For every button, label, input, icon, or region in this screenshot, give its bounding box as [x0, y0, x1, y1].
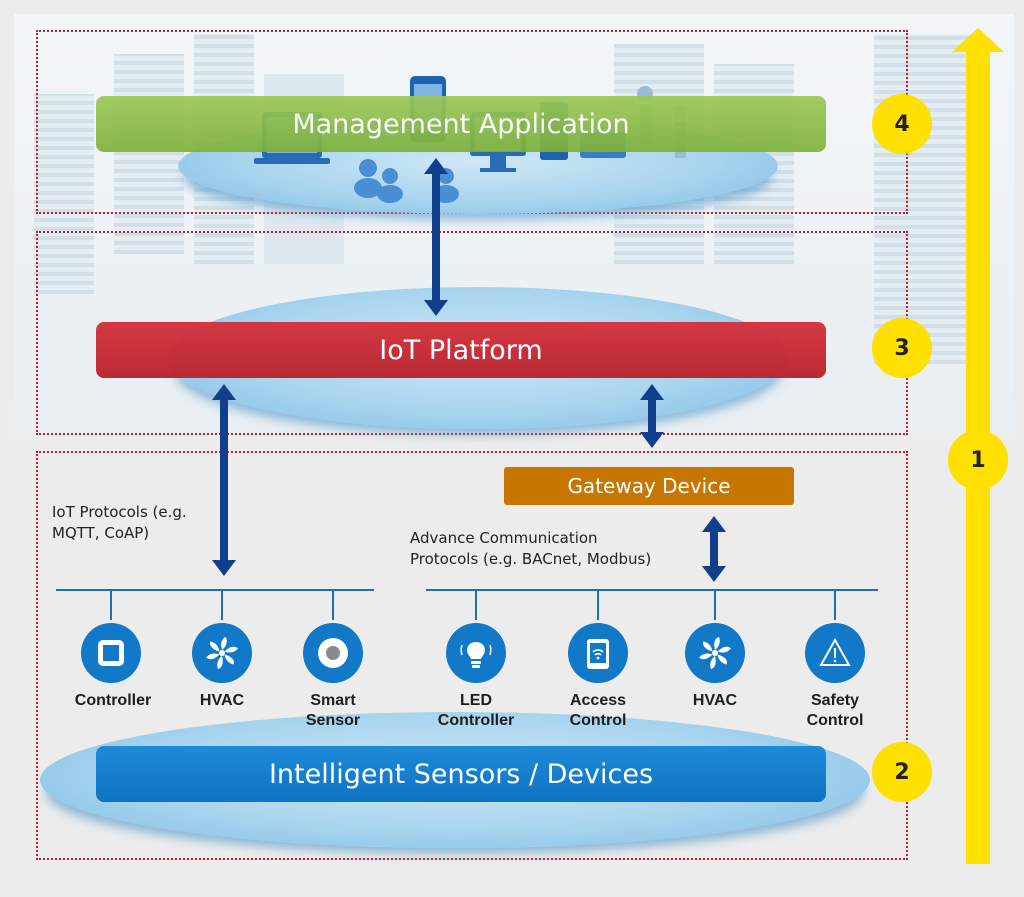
intelligent-sensors-bar: Intelligent Sensors / Devices	[96, 746, 826, 802]
layer-badge-1: 1	[948, 430, 1008, 490]
layer-badge-4: 4	[872, 94, 932, 154]
double-arrow-icon	[640, 384, 664, 448]
double-arrow-icon	[424, 158, 448, 316]
bulb-icon	[446, 623, 506, 683]
controller-icon	[81, 623, 141, 683]
devices-layer-frame	[36, 451, 908, 860]
layer-badge-2: 2	[872, 742, 932, 802]
layer-badge-3: 3	[872, 318, 932, 378]
device-label-smart-sensor: Smart Sensor	[305, 692, 361, 729]
gateway-device-box: Gateway Device	[504, 467, 794, 505]
double-arrow-icon	[212, 384, 236, 576]
sensor-icon	[303, 623, 363, 683]
device-bus-left	[56, 589, 374, 591]
iot-protocols-note: IoT Protocols (e.g. MQTT, CoAP)	[52, 503, 187, 542]
iot-platform-bar: IoT Platform	[96, 322, 826, 378]
device-label-controller: Controller	[74, 692, 152, 709]
advance-protocols-note: Advance Communication Protocols (e.g. BA…	[410, 529, 652, 568]
double-arrow-icon	[702, 516, 726, 582]
device-label-hvac: HVAC	[199, 692, 245, 709]
device-bus-right	[426, 589, 878, 591]
device-label-access-control: Access Control	[569, 692, 627, 729]
tablet-wifi-icon	[568, 623, 628, 683]
device-label-led-controller: LED Controller	[437, 692, 515, 729]
warning-icon	[805, 623, 865, 683]
device-label-safety-control: Safety Control	[806, 692, 864, 729]
device-label-hvac-2: HVAC	[692, 692, 738, 709]
fan-icon	[685, 623, 745, 683]
management-application-bar: Management Application	[96, 96, 826, 152]
fan-icon	[192, 623, 252, 683]
